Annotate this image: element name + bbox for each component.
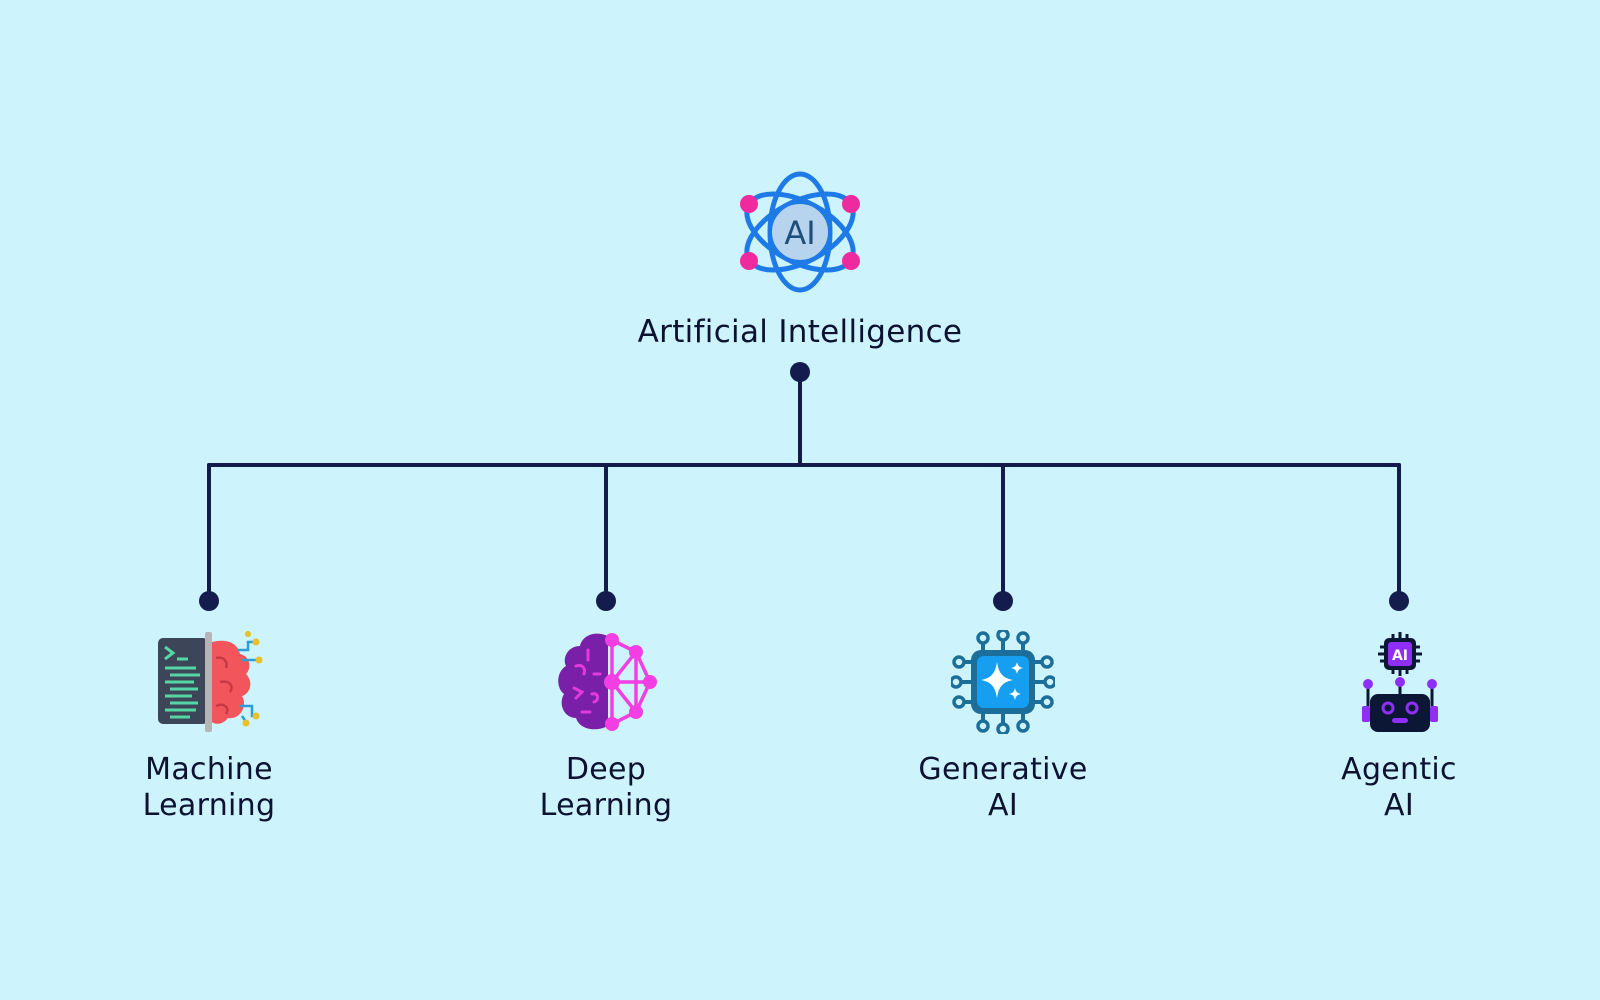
ml-node-dot — [199, 591, 219, 611]
neural-brain-icon — [558, 633, 657, 731]
label-line: Learning — [142, 788, 276, 823]
node-label-machine-learning: Machine Learning — [89, 752, 329, 824]
node-label-agentic-ai: Agentic AI — [1279, 752, 1519, 824]
agentic-node-dot — [1389, 591, 1409, 611]
node-label-generative-ai: Generative AI — [883, 752, 1123, 824]
ai-chip-sparkle-icon — [951, 630, 1055, 734]
label-line: Agentic — [1341, 752, 1457, 787]
label-line: Learning — [539, 788, 673, 823]
label-line: Generative — [918, 752, 1088, 787]
node-label-deep-learning: Deep Learning — [486, 752, 726, 824]
gen-node-dot — [993, 591, 1013, 611]
label-line: AI — [988, 788, 1018, 823]
robot-chip-ai-text: AI — [1392, 648, 1408, 664]
code-brain-icon — [158, 631, 263, 732]
atom-ai-text: AI — [784, 214, 815, 252]
root-node-dot — [790, 362, 810, 382]
atom-ai-icon: AI — [740, 171, 860, 293]
label-line: Deep — [565, 752, 647, 787]
root-label: Artificial Intelligence — [637, 314, 963, 350]
dl-node-dot — [596, 591, 616, 611]
robot-chip-icon: AI — [1362, 632, 1438, 732]
label-line: AI — [1384, 788, 1414, 823]
label-line: Machine — [145, 752, 273, 787]
